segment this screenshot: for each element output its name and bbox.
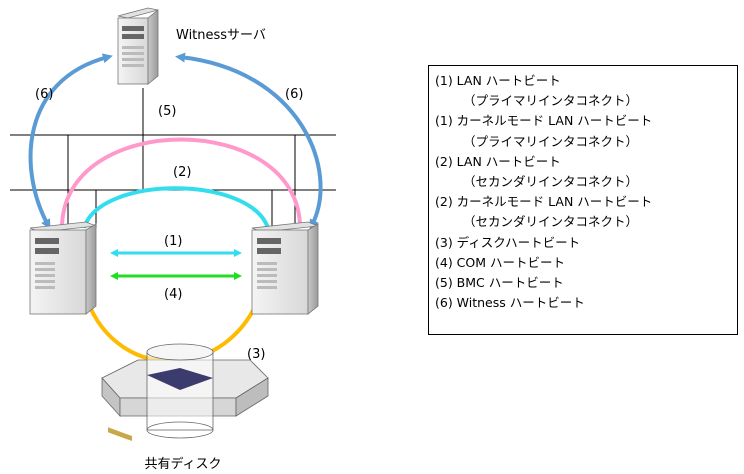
bmc-heartbeat-arc: [60, 137, 302, 229]
path-label-6-right: (6): [285, 87, 303, 102]
legend-item: (5) BMC ハートビート: [435, 275, 564, 291]
right-server-icon: [251, 221, 319, 315]
legend-item: (3) ディスクハートビート: [435, 234, 581, 250]
path-label-3: (3): [247, 347, 265, 362]
legend-item: (1) LAN ハートビート: [435, 73, 561, 88]
legend-item: (6) Witness ハートビート: [435, 295, 585, 311]
path-label-4: (4): [164, 287, 182, 302]
legend-item-sub: （セカンダリインタコネクト）: [463, 174, 639, 190]
legend-item-sub: （プライマリインタコネクト）: [463, 133, 639, 149]
legend-item-sub: （セカンダリインタコネクト）: [463, 214, 639, 230]
path-label-2: (2): [173, 165, 191, 180]
witness-server-label: Witnessサーバ: [176, 28, 266, 43]
secondary-lan-heartbeat-arc: [82, 186, 270, 229]
witness-heartbeat-arc-right: [175, 52, 323, 230]
legend-item-sub: （プライマリインタコネクト）: [463, 93, 639, 109]
path-label-6-left: (6): [35, 87, 53, 102]
legend-item: (2) カーネルモード LAN ハートビート: [435, 194, 653, 210]
legend-item: (4) COM ハートビート: [435, 254, 566, 270]
path-label-1: (1): [164, 234, 182, 249]
legend-item: (2) LAN ハートビート: [435, 153, 561, 169]
path-label-5: (5): [158, 104, 176, 119]
witness-server-icon: [117, 7, 159, 85]
legend-item: (1) カーネルモード LAN ハートビート: [435, 113, 653, 129]
shared-disk-icon: [101, 343, 269, 442]
left-server-icon: [29, 221, 97, 315]
witness-heartbeat-arc-left: [28, 53, 113, 230]
legend-box: (1) LAN ハートビート （プライマリインタコネクト） (1) カーネルモード …: [428, 65, 738, 335]
shared-disk-label: 共有ディスク: [144, 456, 221, 472]
